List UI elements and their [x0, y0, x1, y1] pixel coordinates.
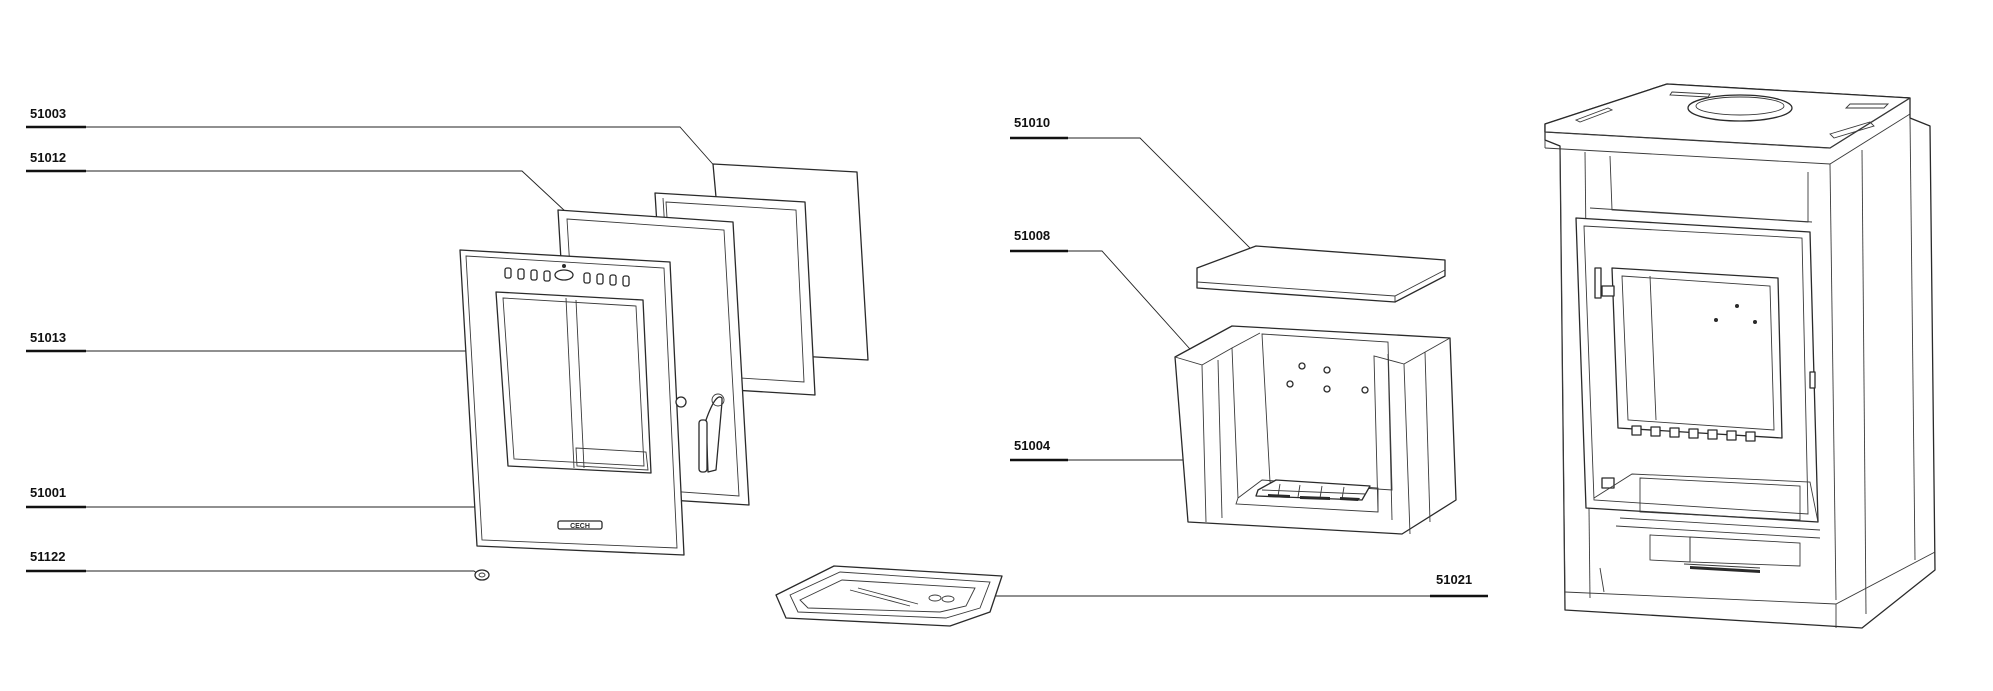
callout-51003: 51003 [26, 106, 719, 171]
callout-label-51008: 51008 [1014, 228, 1050, 243]
callout-51012: 51012 [26, 150, 567, 213]
door-handle [698, 393, 725, 473]
callout-label-51122: 51122 [30, 549, 65, 564]
callout-51122: 51122 [26, 549, 479, 575]
callout-51021: 51021 [990, 572, 1488, 598]
firebox-liner [1174, 325, 1457, 535]
assembled-stove [1544, 83, 1936, 629]
door-knob [474, 569, 490, 581]
callout-label-51004: 51004 [1014, 438, 1051, 453]
stove-door: CECH [459, 249, 687, 556]
fire-grate [1235, 479, 1379, 513]
callout-label-51001: 51001 [30, 485, 66, 500]
callout-51010: 51010 [1010, 115, 1259, 257]
callout-51008: 51008 [1010, 228, 1199, 359]
air-slots [504, 264, 630, 287]
callout-label-51012: 51012 [30, 150, 66, 165]
callout-label-51013: 51013 [30, 330, 66, 345]
callout-label-51003: 51003 [30, 106, 66, 121]
callout-label-51021: 51021 [1436, 572, 1472, 587]
callout-label-51010: 51010 [1014, 115, 1050, 130]
top-plate [1196, 245, 1446, 303]
door-brand-logo: CECH [570, 523, 590, 530]
ash-pan [775, 565, 1003, 627]
